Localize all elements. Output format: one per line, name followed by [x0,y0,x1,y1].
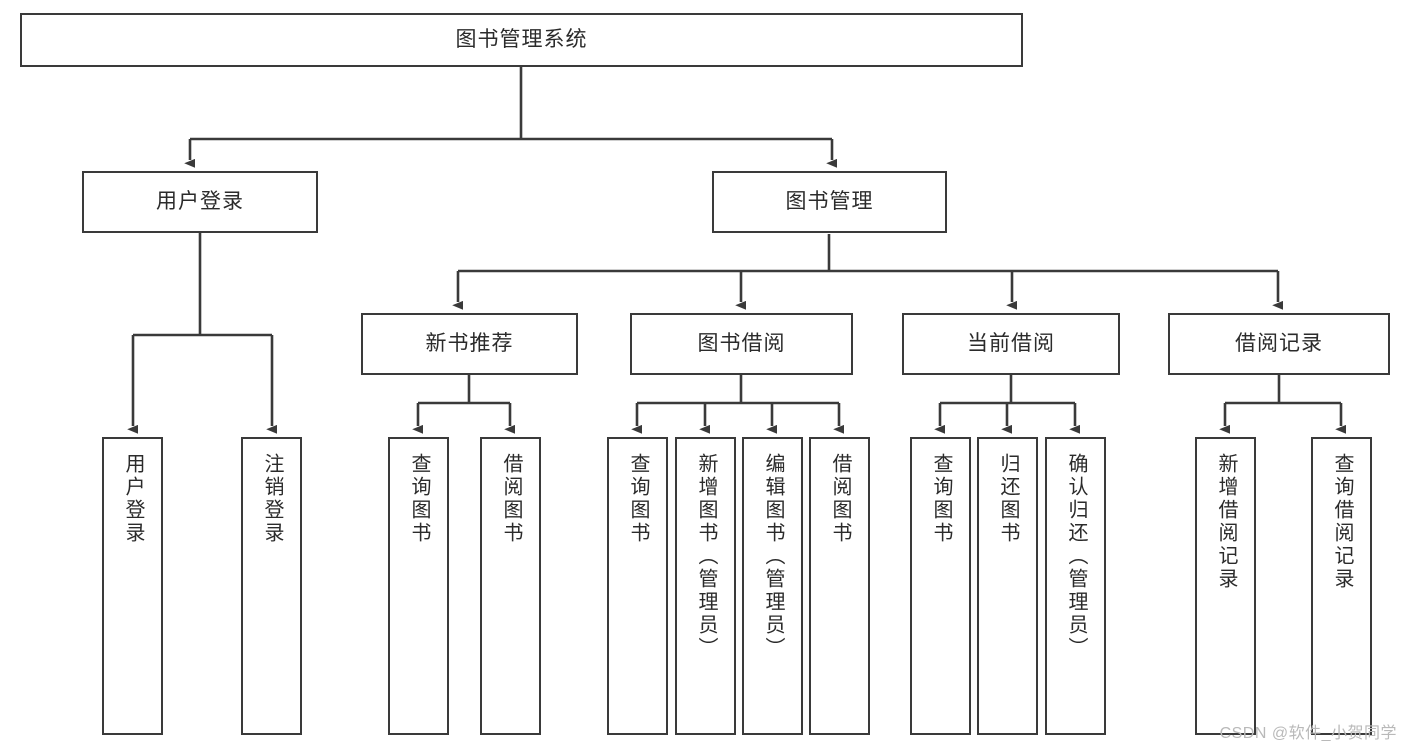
node-root[interactable]: 图书管理系统 [20,13,1023,67]
node-leaf-borrow-book-2-label: 借阅图书 [829,453,851,545]
node-leaf-borrow-book-2[interactable]: 借阅图书 [809,437,870,735]
node-book-manage[interactable]: 图书管理 [712,171,947,233]
node-new-book-rec-label: 新书推荐 [425,331,514,355]
node-leaf-user-login-label: 用户登录 [122,453,144,545]
node-current-borrow[interactable]: 当前借阅 [902,313,1120,375]
node-leaf-edit-book[interactable]: 编辑图书（管理员） [742,437,803,735]
node-leaf-confirm-return[interactable]: 确认归还（管理员） [1045,437,1106,735]
node-leaf-logout-label: 注销登录 [261,453,283,545]
watermark-text: CSDN @软件_小贺同学 [1219,725,1397,742]
node-user-login[interactable]: 用户登录 [82,171,318,233]
node-leaf-user-login[interactable]: 用户登录 [102,437,163,735]
node-leaf-edit-book-label: 编辑图书（管理员） [762,453,784,660]
node-leaf-query-book-1[interactable]: 查询图书 [388,437,449,735]
node-leaf-query-book-2[interactable]: 查询图书 [607,437,668,735]
node-current-borrow-label: 当前借阅 [967,331,1055,355]
node-leaf-borrow-book-1[interactable]: 借阅图书 [480,437,541,735]
node-borrow-record[interactable]: 借阅记录 [1168,313,1390,375]
node-book-borrow-label: 图书借阅 [697,331,786,355]
node-leaf-logout[interactable]: 注销登录 [241,437,302,735]
node-leaf-query-book-3-label: 查询图书 [930,453,952,545]
node-leaf-query-record[interactable]: 查询借阅记录 [1311,437,1372,735]
node-leaf-query-book-1-label: 查询图书 [408,453,430,545]
node-leaf-borrow-book-1-label: 借阅图书 [500,453,522,545]
node-leaf-confirm-return-label: 确认归还（管理员） [1065,453,1087,660]
node-leaf-add-book-label: 新增图书（管理员） [695,453,717,660]
node-book-borrow[interactable]: 图书借阅 [630,313,853,375]
node-leaf-add-record[interactable]: 新增借阅记录 [1195,437,1256,735]
node-leaf-query-book-2-label: 查询图书 [627,453,649,545]
node-leaf-query-book-3[interactable]: 查询图书 [910,437,971,735]
node-leaf-add-book[interactable]: 新增图书（管理员） [675,437,736,735]
node-user-login-label: 用户登录 [156,189,244,213]
node-leaf-add-record-label: 新增借阅记录 [1215,453,1237,591]
node-leaf-return-book-label: 归还图书 [997,453,1019,545]
node-borrow-record-label: 借阅记录 [1235,331,1323,355]
node-book-manage-label: 图书管理 [785,189,874,213]
node-root-label: 图书管理系统 [455,27,588,51]
node-leaf-query-record-label: 查询借阅记录 [1331,453,1353,591]
node-leaf-return-book[interactable]: 归还图书 [977,437,1038,735]
node-new-book-rec[interactable]: 新书推荐 [361,313,578,375]
